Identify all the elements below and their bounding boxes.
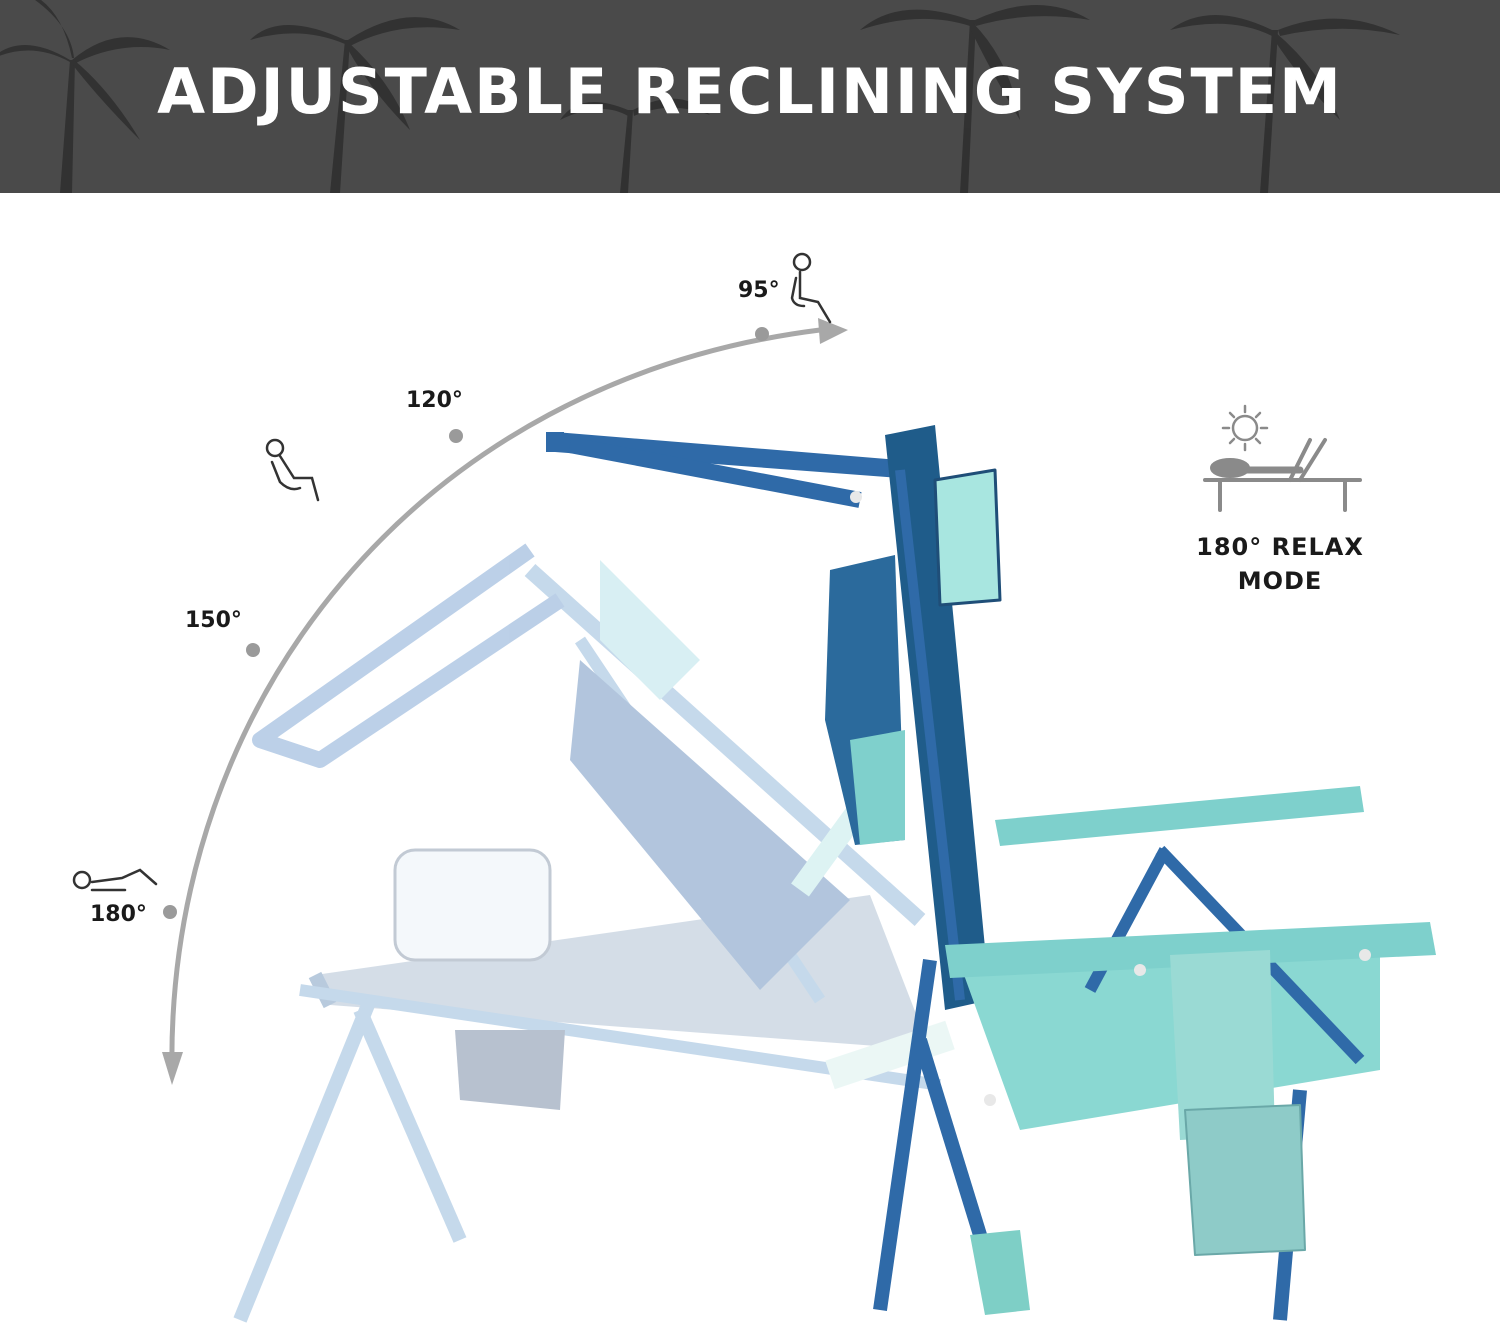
reclined-chair-ghost [233,543,955,1323]
person-upright-icon [790,252,832,324]
relax-mode-line-1: 180° RELAX [1196,533,1364,561]
palm-tree-background [0,0,1400,193]
arc-arrow-top [818,318,848,344]
person-lying-icon [72,868,158,892]
relax-mode-label: 180° RELAX MODE [1180,530,1380,598]
marker-150 [246,643,260,657]
header-banner: ADJUSTABLE RECLINING SYSTEM [0,0,1500,193]
lounger-icon [1203,438,1362,512]
recline-arc [169,327,821,1076]
marker-95 [755,327,769,341]
angle-label-120: 120° [406,388,463,413]
arc-arrow-bottom [162,1052,183,1085]
marker-180 [163,905,177,919]
banner-title: ADJUSTABLE RECLINING SYSTEM [157,55,1343,128]
angle-label-150: 150° [185,608,242,633]
angle-label-180: 180° [90,902,147,927]
marker-120 [449,429,463,443]
relax-mode-line-2: MODE [1237,567,1323,595]
angle-label-95: 95° [738,278,780,303]
person-reclined-icon [265,438,320,502]
upright-chair [546,425,1436,1321]
sun-icon [1221,404,1269,452]
